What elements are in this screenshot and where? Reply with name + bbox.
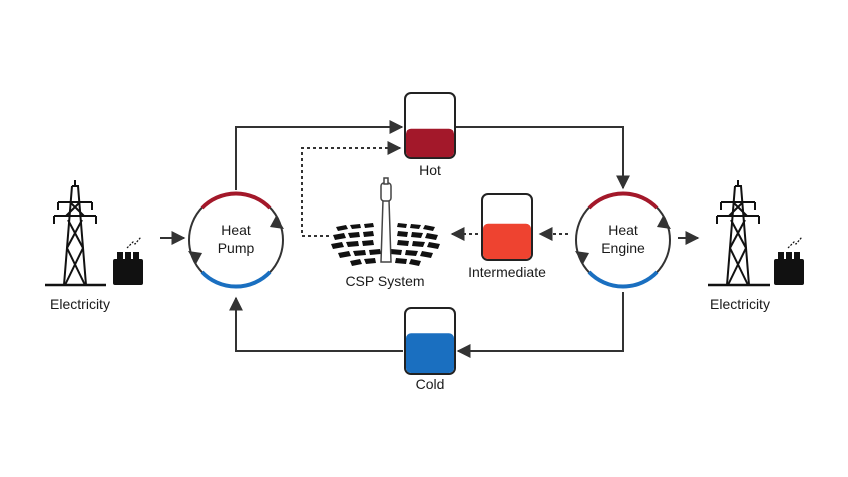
cold-to-pump-arrow — [229, 296, 403, 352]
transmission-tower-icon — [45, 180, 106, 287]
dotted-flow-lines — [301, 141, 568, 241]
pump-to-hot-arrow — [235, 120, 404, 190]
csp-system-label: CSP System — [345, 273, 425, 289]
heliostat-field — [331, 223, 440, 266]
hot-to-engine-arrow — [456, 126, 630, 190]
cycle-arrowhead — [657, 216, 671, 229]
transformer-icon — [113, 236, 143, 285]
transformer-icon — [774, 236, 804, 285]
cold-tank-fill — [406, 333, 454, 373]
csp-system-icon — [331, 177, 440, 266]
csp-to-hot-dotted-arrow — [301, 141, 402, 237]
hot-tank-fill — [406, 128, 454, 158]
flow-lines — [160, 120, 700, 358]
cold-label: Cold — [415, 376, 445, 392]
intermediate-tank — [481, 193, 533, 261]
spark-icon — [787, 236, 803, 249]
solar-tower — [380, 177, 392, 263]
heat-engine-cycle — [575, 191, 671, 289]
hot-tank — [404, 92, 456, 159]
intermediate-tank-fill — [483, 223, 531, 259]
cycle-arrowhead — [188, 251, 202, 264]
heat-engine-label-line1: Heat — [608, 222, 638, 238]
transmission-tower-icon — [708, 180, 770, 287]
cycle-arrowhead — [270, 216, 284, 229]
engine-to-cold-arrow — [456, 292, 624, 358]
heat-pump-label-line1: Heat — [221, 222, 251, 238]
heat-engine-label-line2: Engine — [601, 240, 645, 256]
heat-pump-cycle — [188, 191, 284, 289]
spark-icon — [126, 236, 142, 249]
cycle-arrowhead — [575, 251, 589, 264]
hot-label: Hot — [419, 162, 441, 178]
intermediate-label: Intermediate — [468, 264, 546, 280]
heat-pump-label-line2: Pump — [217, 240, 255, 256]
cold-tank — [404, 307, 456, 375]
electricity-left-label: Electricity — [50, 296, 110, 312]
electricity-right-label: Electricity — [710, 296, 770, 312]
